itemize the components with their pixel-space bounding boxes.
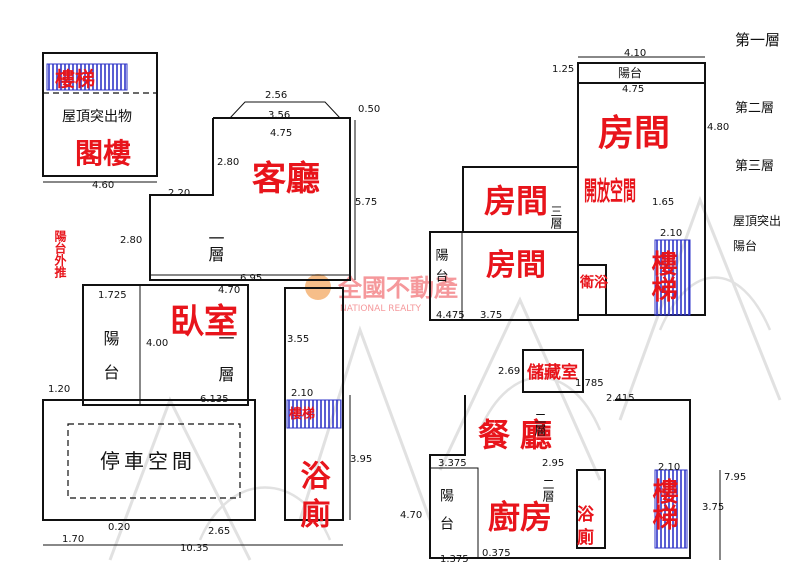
balcony-outer-label: 陽台外推: [53, 230, 67, 279]
svg-text:4.00: 4.00: [146, 338, 168, 349]
svg-text:1.25: 1.25: [552, 64, 574, 75]
level-3-label: 第三層: [735, 159, 774, 174]
svg-text:4.80: 4.80: [707, 122, 729, 133]
first-stairs-label: 樓梯: [648, 477, 678, 530]
svg-text:0.50: 0.50: [358, 104, 380, 115]
svg-text:0.20: 0.20: [108, 522, 130, 533]
svg-text:2.20: 2.20: [168, 188, 190, 199]
first-bath-label: 浴廁: [573, 504, 594, 551]
svg-text:6.135: 6.135: [200, 394, 229, 405]
svg-text:3.75: 3.75: [702, 502, 724, 513]
attic-label: 閣樓: [75, 137, 131, 170]
svg-text:1.20: 1.20: [48, 384, 70, 395]
svg-text:3.95: 3.95: [350, 454, 372, 465]
svg-text:2.56: 2.56: [265, 90, 287, 101]
stairs-bath-area: [286, 399, 342, 429]
svg-text:4.75: 4.75: [622, 84, 644, 95]
watermark-brand: 全國不動產: [337, 274, 458, 302]
svg-text:2.10: 2.10: [291, 388, 313, 399]
balcony-label: 陽台: [101, 330, 120, 398]
svg-text:5.75: 5.75: [355, 197, 377, 208]
first-balcony-label: 陽台: [438, 488, 454, 544]
roof-structure-label: 屋頂突出物: [62, 109, 132, 125]
svg-text:2.415: 2.415: [606, 393, 635, 404]
first-floor-dims: 2.69 1.785 2.415 2.95 2.10 7.95 3.75 3.3…: [400, 366, 746, 565]
svg-text:3.375: 3.375: [438, 458, 467, 469]
stairs-bath-label: 樓梯: [289, 406, 315, 422]
stairs-top-label: 樓梯: [55, 67, 95, 91]
upper-stairs-area: [654, 239, 691, 316]
svg-text:4.75: 4.75: [270, 128, 292, 139]
svg-text:4.475: 4.475: [436, 310, 465, 321]
bedroom-label-1: 臥室: [170, 302, 238, 342]
kitchen-label: 廚房: [488, 498, 552, 536]
svg-text:2.10: 2.10: [658, 462, 680, 473]
dining-label: 餐廳: [478, 416, 562, 454]
svg-text:4.70: 4.70: [218, 285, 240, 296]
svg-text:6.95: 6.95: [240, 273, 262, 284]
svg-text:2.80: 2.80: [120, 235, 142, 246]
first-floor-plan: [429, 349, 721, 560]
room-low-label: 房間: [486, 248, 546, 283]
svg-text:4.10: 4.10: [624, 48, 646, 59]
stairs-top-area: [46, 63, 128, 91]
upper-balcony-left-label: 陽台: [433, 248, 448, 290]
first-stairs-area: [654, 469, 688, 549]
room-mid-label: 房間: [484, 182, 548, 220]
open-space-label: 開放空間: [584, 176, 636, 207]
svg-text:0.375: 0.375: [482, 548, 511, 559]
first-floor-note-2: 二層: [541, 478, 555, 503]
level-2-label: 第二層: [735, 101, 774, 116]
svg-text:10.35: 10.35: [180, 543, 209, 554]
header-first-level: 第一層: [735, 31, 780, 49]
watermark-brand-en: NATIONAL REALTY: [340, 304, 422, 314]
svg-text:4.70: 4.70: [400, 510, 422, 521]
upper-stairs-label: 樓梯: [647, 249, 677, 302]
storage-label: 儲藏室: [527, 362, 578, 383]
svg-text:2.69: 2.69: [498, 366, 520, 377]
svg-text:2.10: 2.10: [660, 228, 682, 239]
living-room-label: 客廳: [252, 159, 320, 199]
svg-text:2.80: 2.80: [217, 157, 239, 168]
ground-floor-dims: 2.56 0.50 3.56 4.75 2.80 5.75 2.20 2.80 …: [48, 90, 380, 554]
parking-label: 停車空間: [100, 449, 196, 473]
svg-text:3.75: 3.75: [480, 310, 502, 321]
svg-text:4.60: 4.60: [92, 180, 114, 191]
svg-text:1.725: 1.725: [98, 290, 127, 301]
top-balcony-label: 陽台: [618, 65, 642, 80]
roof-label: 屋頂突出: [733, 213, 781, 228]
balcony-right-label: 陽台: [733, 238, 757, 253]
room-big-label: 房間: [598, 113, 670, 154]
svg-text:2.65: 2.65: [208, 526, 230, 537]
svg-text:1.70: 1.70: [62, 534, 84, 545]
svg-text:1.65: 1.65: [652, 197, 674, 208]
upper-floors-plan: [429, 56, 706, 321]
upper-floors-dims: 4.10 4.75 1.25 4.80 1.65 2.10 4.475 3.75: [436, 48, 729, 321]
svg-text:1.375: 1.375: [440, 554, 469, 565]
svg-text:2.95: 2.95: [542, 458, 564, 469]
svg-text:3.55: 3.55: [287, 334, 309, 345]
svg-text:3.56: 3.56: [268, 110, 290, 121]
upper-bath-label: 衛浴: [579, 274, 609, 291]
ground-floor-note-2: 一層: [206, 230, 225, 262]
ground-floor-note-1: 一層: [216, 330, 235, 402]
ground-floor-plan: [42, 52, 356, 546]
svg-text:7.95: 7.95: [724, 472, 746, 483]
first-floor-note-1: 二層: [533, 412, 547, 437]
bathroom-label: 浴廁: [295, 460, 331, 536]
svg-text:1.785: 1.785: [575, 378, 604, 389]
upper-floor-note: 三層: [549, 205, 563, 230]
